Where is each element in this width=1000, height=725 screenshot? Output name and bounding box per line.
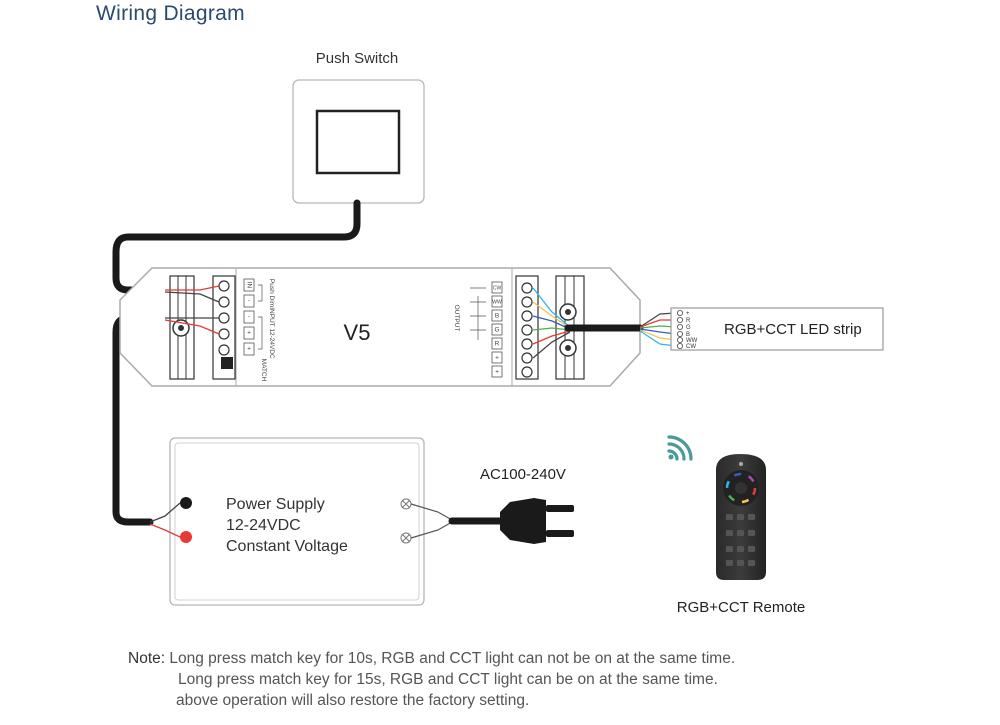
push-dim-label: Push Dim xyxy=(268,279,275,307)
output-terminal-labels: CW WW B G R + + OUTPUT xyxy=(453,281,503,378)
note-text-3: above operation will also restore the fa… xyxy=(176,692,530,709)
input-voltage-label: INPUT 12-24VDC xyxy=(268,307,275,359)
output-terminal-label: G xyxy=(494,327,499,334)
dc-wire-red xyxy=(149,523,181,538)
dc-wire-black xyxy=(149,502,181,523)
match-label: MATCH xyxy=(260,359,267,382)
output-terminal-label: R xyxy=(495,341,500,348)
rgb-cct-remote xyxy=(716,454,766,580)
push-switch-label: Push Switch xyxy=(316,50,399,67)
note-block: Note: Long press match key for 10s, RGB … xyxy=(128,648,735,711)
controller-model: V5 xyxy=(344,320,371,345)
power-supply: Power Supply 12-24VDC Constant Voltage xyxy=(169,437,425,606)
ac-voltage-label: AC100-240V xyxy=(480,466,566,483)
input-terminal-label: - xyxy=(248,314,250,321)
input-terminal-label: + xyxy=(247,330,251,337)
output-terminal-label: + xyxy=(495,369,499,376)
note-line-1: Note: Long press match key for 10s, RGB … xyxy=(128,648,735,669)
wifi-icon xyxy=(667,435,693,461)
led-strip: + R G B WW CW RGB+CCT LED strip xyxy=(670,307,884,351)
page-title: Wiring Diagram xyxy=(96,2,245,25)
input-terminal-block xyxy=(164,275,236,380)
controller: IN - - + + Push Dim INPUT 12-24VDC MATCH… xyxy=(119,267,641,387)
dc-positive-terminal xyxy=(180,531,192,543)
note-line-3: above operation will also restore the fa… xyxy=(128,690,735,711)
ac-plug xyxy=(410,498,574,544)
output-terminal-label: WW xyxy=(492,299,502,305)
output-label: OUTPUT xyxy=(453,305,460,332)
note-text-2: Long press match key for 15s, RGB and CC… xyxy=(178,671,718,688)
power-supply-line3: Constant Voltage xyxy=(226,538,348,555)
led-pin-label: B xyxy=(686,332,690,338)
output-terminal-label: B xyxy=(495,313,499,320)
input-terminal-label: - xyxy=(248,298,250,305)
dc-negative-terminal xyxy=(180,497,192,509)
output-terminal-label: + xyxy=(495,355,499,362)
input-terminal-labels: IN - - + + Push Dim INPUT 12-24VDC MATCH xyxy=(221,278,275,382)
output-terminal-label: CW xyxy=(493,285,502,291)
match-button[interactable] xyxy=(221,357,233,369)
remote-label: RGB+CCT Remote xyxy=(677,599,806,616)
input-terminal-label: IN xyxy=(245,282,252,289)
push-switch xyxy=(292,79,425,204)
input-terminal-label: + xyxy=(247,346,251,353)
switch-cable xyxy=(112,199,361,294)
note-prefix: Note: xyxy=(128,650,166,667)
led-pin-label: R xyxy=(686,318,691,324)
note-line-2: Long press match key for 15s, RGB and CC… xyxy=(128,669,735,690)
led-pin-label: WW xyxy=(686,338,698,344)
note-text-1: Long press match key for 10s, RGB and CC… xyxy=(169,650,736,667)
led-strip-label: RGB+CCT LED strip xyxy=(724,321,862,338)
led-pin-label: CW xyxy=(686,344,696,350)
power-supply-line2: 12-24VDC xyxy=(226,517,301,534)
led-pin-label: G xyxy=(686,325,691,331)
power-supply-line1: Power Supply xyxy=(226,496,325,513)
led-pin-label: + xyxy=(686,311,690,317)
